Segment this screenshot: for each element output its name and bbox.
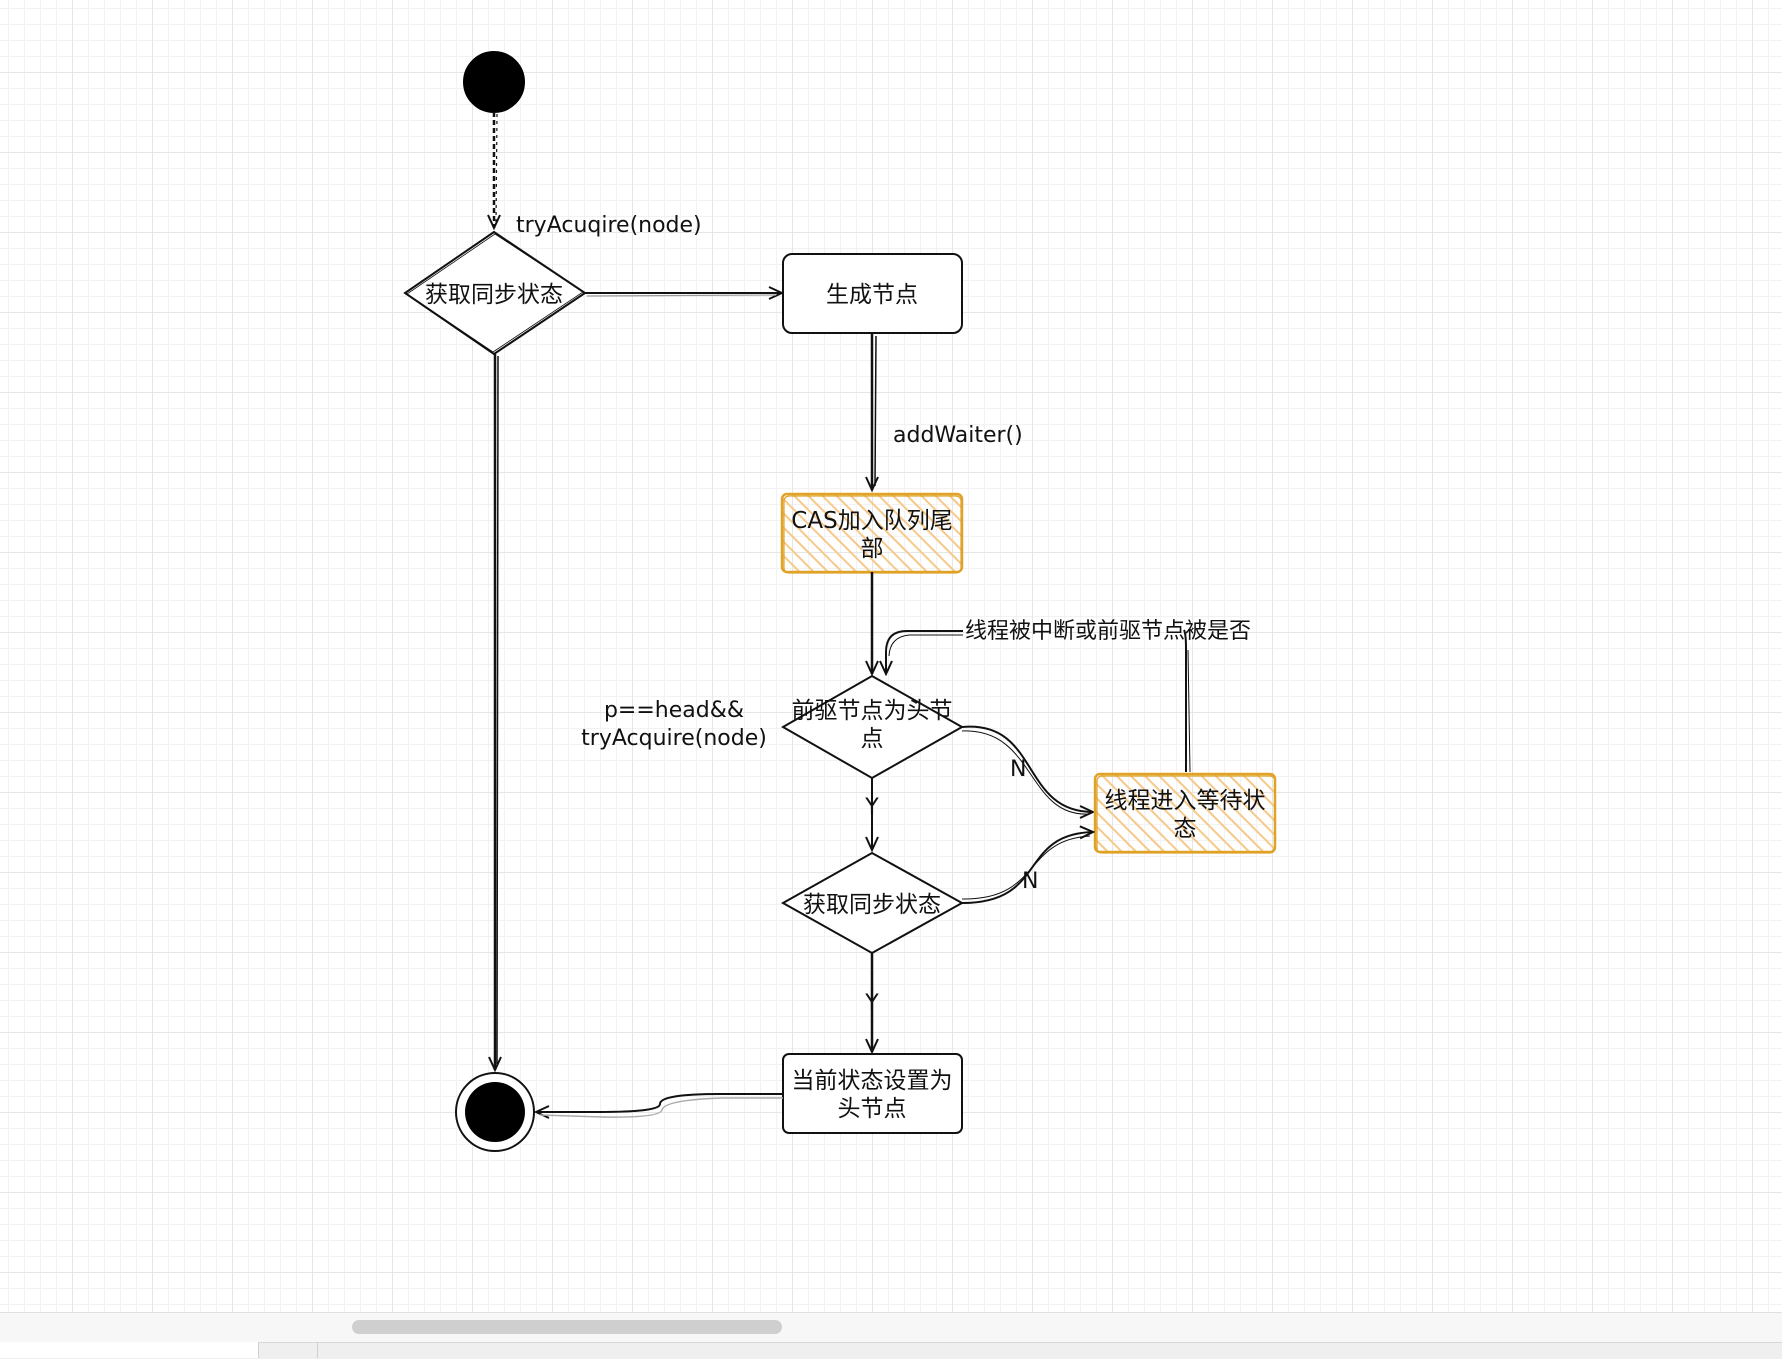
page-tabs-bar <box>0 1342 1782 1359</box>
edge-wait-loop-back[interactable] <box>886 629 1191 773</box>
decision-pred-is-head-label-1: 前驱节点为头节 <box>792 698 953 724</box>
start-node[interactable] <box>463 51 525 113</box>
edge-acquire-2-to-wait[interactable] <box>961 832 1093 904</box>
decision-pred-is-head-label-2: 点 <box>861 726 884 752</box>
node-cas-tail-label-2: 部 <box>861 536 884 562</box>
page-tab[interactable] <box>0 1342 259 1358</box>
node-create-node[interactable]: 生成节点 <box>782 253 963 334</box>
node-wait-state[interactable]: 线程进入等待状 态 <box>1093 772 1277 854</box>
edge-label-y-2: Y <box>864 991 879 1016</box>
decision-acquire-state-1-label: 获取同步状态 <box>425 282 563 308</box>
end-node[interactable] <box>455 1072 535 1152</box>
add-page-tab[interactable] <box>259 1342 318 1358</box>
scrollbar-thumb[interactable] <box>352 1320 782 1334</box>
decision-acquire-state-2[interactable]: 获取同步状态 <box>780 851 965 955</box>
edge-label-condition-2: tryAcquire(node) <box>581 726 767 751</box>
node-create-node-label: 生成节点 <box>826 282 918 308</box>
edge-acquire-to-create-node[interactable] <box>585 293 782 296</box>
node-set-head-label-2: 头节点 <box>838 1096 907 1122</box>
edge-label-n-1: N <box>1010 757 1026 782</box>
node-set-head-label-1: 当前状态设置为 <box>792 1068 953 1094</box>
edge-label-condition-1: p==head&& <box>604 698 744 723</box>
decision-acquire-state-1[interactable]: 获取同步状态 <box>403 230 587 356</box>
edge-start-to-acquire[interactable] <box>494 112 497 228</box>
edge-pred-check-to-wait[interactable] <box>961 725 1093 815</box>
edge-label-interrupt: 线程被中断或前驱节点被是否 <box>965 619 1251 644</box>
edge-label-y-1: Y <box>864 795 879 820</box>
node-wait-state-label-2: 态 <box>1174 816 1197 842</box>
edge-label-add-waiter: addWaiter() <box>893 423 1023 448</box>
decision-acquire-state-2-label: 获取同步状态 <box>803 892 941 918</box>
edge-label-try-acquire: tryAcuqire(node) <box>516 213 702 238</box>
edge-label-n-2: N <box>1022 869 1038 894</box>
decision-pred-is-head[interactable]: 前驱节点为头节 点 <box>780 674 965 780</box>
edge-acquire-to-end[interactable] <box>495 354 498 1070</box>
node-wait-state-label-1: 线程进入等待状 <box>1105 788 1266 814</box>
edge-create-to-cas[interactable] <box>872 333 876 490</box>
node-cas-tail-label-1: CAS加入队列尾 <box>791 508 952 534</box>
node-set-head[interactable]: 当前状态设置为 头节点 <box>782 1053 963 1134</box>
edge-set-head-to-end[interactable] <box>536 1093 783 1117</box>
node-cas-tail[interactable]: CAS加入队列尾 部 <box>780 492 964 574</box>
